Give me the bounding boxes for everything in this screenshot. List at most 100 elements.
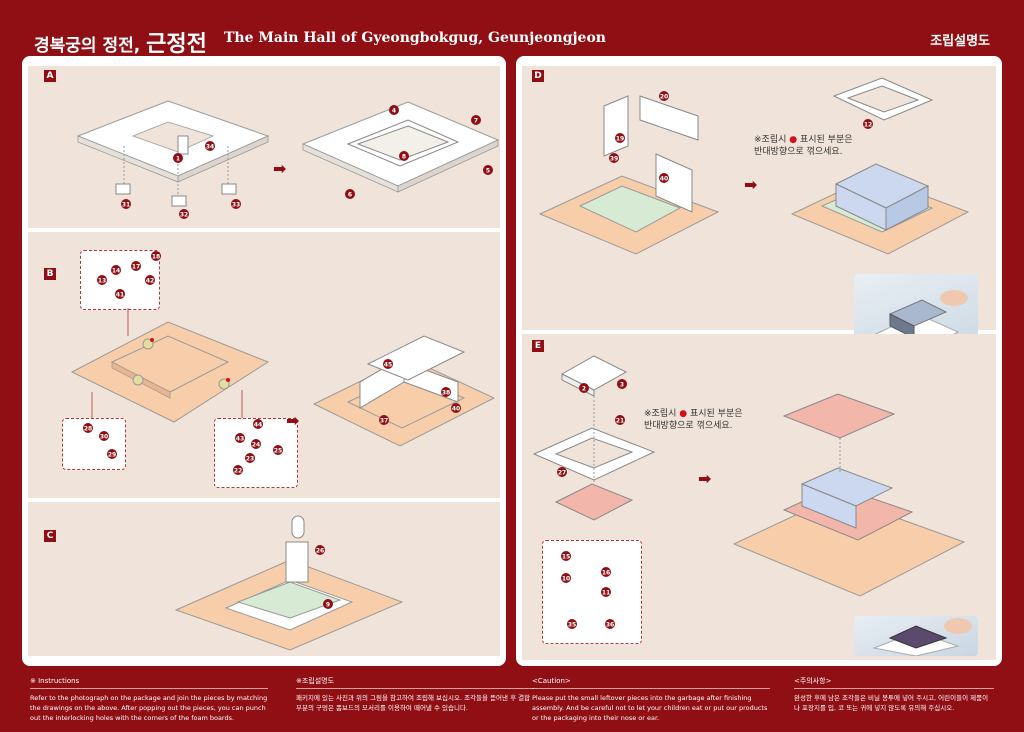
part-marker-label: 13 (98, 278, 106, 285)
part-marker-circle (179, 209, 189, 219)
title-ko-main: 근정전 (146, 32, 207, 57)
part-marker: 16 (601, 567, 611, 577)
part-marker: 23 (245, 453, 255, 463)
part-marker-label: 37 (380, 418, 388, 425)
part-marker-circle (471, 115, 481, 125)
svg-text:➡: ➡ (698, 469, 711, 488)
part-marker: 19 (615, 133, 625, 143)
part-marker-circle (315, 545, 325, 555)
part-marker-circle (173, 153, 183, 163)
part-marker: 25 (273, 445, 283, 455)
part-marker: 14 (111, 265, 121, 275)
part-marker: 35 (567, 619, 577, 629)
d-note-dot: ● (789, 135, 798, 145)
part-marker-label: 10 (562, 576, 570, 583)
part-marker: 7 (471, 115, 481, 125)
part-marker-circle (251, 439, 261, 449)
e-note-suffix: 표시된 부분은 (687, 409, 743, 419)
part-marker-circle (83, 423, 93, 433)
part-marker-circle (115, 289, 125, 299)
part-marker-label: 28 (84, 426, 92, 433)
step-c-drawing: 269 (174, 515, 404, 651)
part-marker-circle (107, 449, 117, 459)
footer-caution: <Caution> Please put the small leftover … (532, 676, 770, 723)
part-marker-circle (231, 199, 241, 209)
e-parts-group (542, 540, 642, 644)
footer-ko-instructions: ※조립설명도 패키지에 있는 사진과 위의 그림을 참고하여 조립해 보십시오.… (296, 676, 534, 713)
part-marker: 17 (131, 261, 141, 271)
part-marker-label: 44 (254, 422, 262, 429)
part-marker-circle (557, 467, 567, 477)
part-marker-label: 23 (246, 456, 254, 463)
part-marker-label: 31 (122, 202, 130, 209)
ko-instructions-text: 패키지에 있는 사진과 위의 그림을 참고하여 조립해 보십시오. 조각들을 뜯… (296, 694, 531, 712)
part-marker-label: 14 (112, 268, 120, 275)
part-marker-label: 38 (442, 390, 450, 397)
part-marker-circle (561, 551, 571, 561)
part-marker-label: 24 (252, 442, 260, 449)
part-marker-circle (483, 165, 493, 175)
part-marker-label: 3 (620, 382, 624, 389)
part-marker-label: 34 (206, 144, 214, 151)
part-marker-label: 1 (176, 156, 180, 163)
part-marker: 10 (561, 573, 571, 583)
part-marker-label: 7 (474, 118, 478, 125)
part-marker-circle (601, 567, 611, 577)
title-ko-prefix: 경복궁의 정전, (34, 36, 147, 56)
part-marker-label: 35 (568, 622, 576, 629)
part-marker: 33 (231, 199, 241, 209)
part-marker-circle (205, 141, 215, 151)
assembly-guide-label: 조립설명도 (930, 34, 990, 49)
part-marker: 24 (251, 439, 261, 449)
part-marker-circle (323, 599, 333, 609)
header: 경복궁의 정전, 근정전 The Main Hall of Gyeongbokg… (0, 0, 1024, 57)
part-marker: 28 (83, 423, 93, 433)
part-marker-circle (615, 133, 625, 143)
part-marker-label: 40 (660, 176, 668, 183)
part-marker-circle (99, 431, 109, 441)
part-marker-label: 36 (606, 622, 614, 629)
part-marker: 41 (115, 289, 125, 299)
svg-text:➡: ➡ (286, 411, 299, 430)
part-marker-label: 18 (152, 254, 160, 261)
d-note-suffix: 표시된 부분은 (797, 135, 853, 145)
part-marker-circle (235, 433, 245, 443)
part-marker: 11 (601, 587, 611, 597)
title-ko: 경복궁의 정전, 근정전 (34, 26, 207, 58)
part-marker: 8 (399, 151, 409, 161)
e-note-prefix: ※조립시 (644, 409, 680, 419)
d-note-line2: 반대방향으로 꺾으세요. (754, 147, 843, 157)
part-marker-circle (659, 173, 669, 183)
e-fold-note: ※조립시 ● 표시된 부분은 반대방향으로 꺾으세요. (644, 408, 743, 432)
part-marker-circle (605, 619, 615, 629)
part-marker-label: 21 (616, 418, 624, 425)
part-marker: 1 (173, 153, 183, 163)
part-marker-circle (131, 261, 141, 271)
part-marker-circle (567, 619, 577, 629)
part-marker: 21 (615, 415, 625, 425)
b-parts-group-left (62, 418, 126, 470)
part-marker: 3 (617, 379, 627, 389)
part-marker: 36 (605, 619, 615, 629)
part-marker: 40 (659, 173, 669, 183)
part-marker-label: 41 (116, 292, 124, 299)
footer-instructions: ※ Instructions Refer to the photograph o… (30, 676, 268, 723)
part-marker: 30 (99, 431, 109, 441)
part-marker-label: 30 (100, 434, 108, 441)
part-marker-label: 29 (108, 452, 116, 459)
part-marker-label: 33 (232, 202, 240, 209)
part-marker: 18 (151, 251, 161, 261)
caution-text: Please put the small leftover pieces int… (532, 694, 768, 722)
part-marker-label: 17 (132, 264, 140, 271)
part-marker-label: 6 (348, 192, 352, 199)
part-marker: 31 (121, 199, 131, 209)
part-marker: 26 (315, 545, 325, 555)
part-marker-circle (379, 415, 389, 425)
b-parts-group-right (214, 418, 298, 488)
part-marker: 20 (659, 91, 669, 101)
part-marker-circle (451, 403, 461, 413)
